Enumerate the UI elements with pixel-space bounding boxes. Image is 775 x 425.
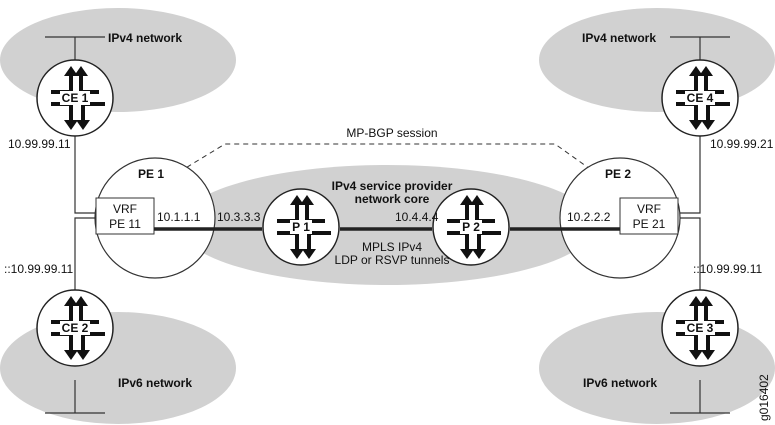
ce3-address: ::10.99.99.11 [693, 262, 762, 276]
pe1-label: PE 1 [138, 167, 164, 181]
core-title-line1: IPv4 service provider [332, 179, 453, 193]
tunnel-label-line2: LDP or RSVP tunnels [335, 253, 450, 267]
vrf-right-line1: VRF [637, 202, 661, 216]
figure-id: g016402 [757, 374, 771, 421]
vrf-left-line2: PE 11 [109, 217, 141, 231]
core-title-line2: network core [355, 192, 430, 206]
ipv4-network-right-cloud [539, 8, 775, 112]
ce1-address: 10.99.99.11 [8, 137, 71, 151]
ce4-label: CE 4 [687, 91, 714, 105]
ipv6-network-right-cloud [539, 312, 775, 424]
ce3-label: CE 3 [687, 321, 714, 335]
p1-label: P 1 [292, 220, 310, 234]
ce2-label: CE 2 [62, 321, 89, 335]
ipv6-network-left-cloud [0, 312, 236, 424]
mp-bgp-session-label: MP-BGP session [346, 126, 437, 140]
pe2-address: 10.2.2.2 [567, 210, 611, 224]
mp-bgp-session-line [155, 143, 615, 187]
vrf-pe11-box [95, 197, 155, 235]
vrf-pe21-box [619, 197, 679, 235]
ipv4-network-left-cloud [0, 8, 236, 112]
ipv6-network-left-label: IPv6 network [118, 376, 192, 390]
access-links [74, 130, 701, 290]
ce4-address: 10.99.99.21 [710, 137, 774, 151]
ipv4-network-left-label: IPv4 network [108, 31, 182, 45]
ipv6-network-right-label: IPv6 network [583, 376, 657, 390]
p2-label: P 2 [462, 220, 480, 234]
vrf-right-line2: PE 21 [633, 217, 666, 231]
vrf-left-line1: VRF [113, 202, 137, 216]
pe1-router [94, 157, 216, 279]
p1-address: 10.3.3.3 [217, 210, 261, 224]
pe1-address: 10.1.1.1 [157, 210, 201, 224]
tunnel-label-line1: MPLS IPv4 [362, 240, 422, 254]
pe2-label: PE 2 [605, 167, 631, 181]
ipv4-network-right-label: IPv4 network [582, 31, 656, 45]
ce2-address: ::10.99.99.11 [4, 262, 73, 276]
ce1-label: CE 1 [62, 91, 89, 105]
p2-address: 10.4.4.4 [395, 210, 439, 224]
